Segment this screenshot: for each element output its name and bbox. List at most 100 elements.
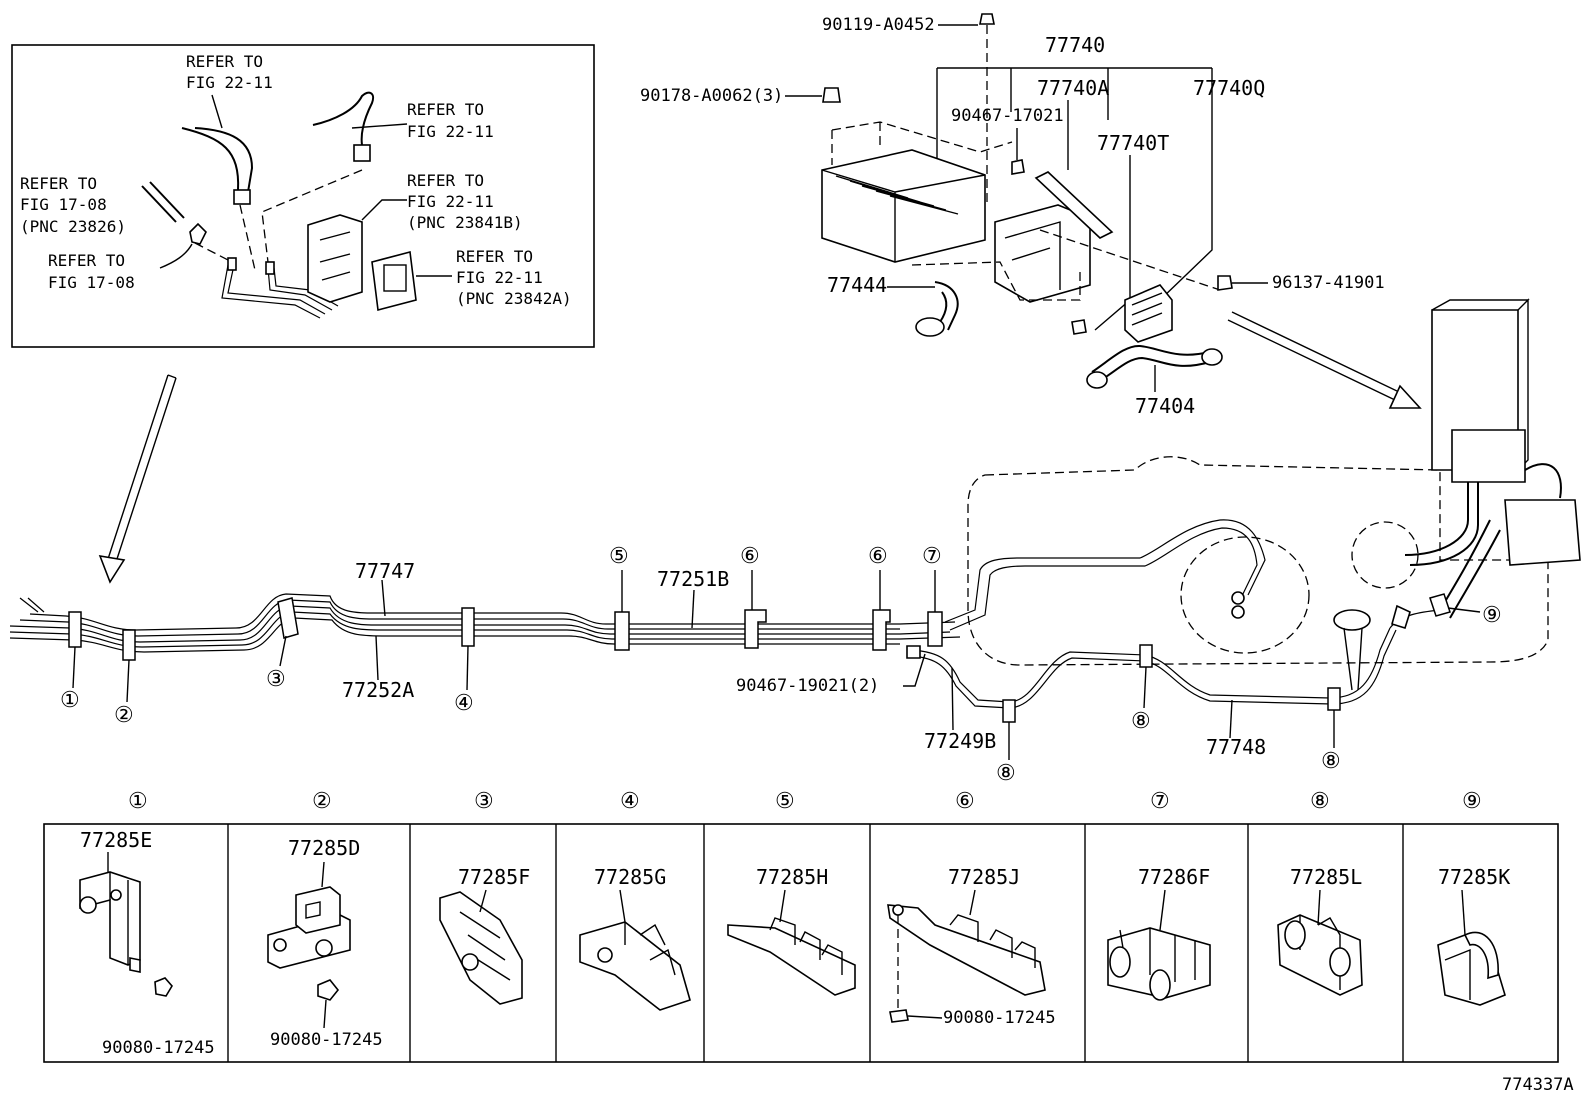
fuel-tube-bundle	[9, 519, 1441, 709]
clip-90467-17021	[1011, 159, 1025, 175]
bundle-clamps	[68, 593, 1451, 723]
canister-body	[821, 149, 986, 263]
inset-ref-4-line-2: FIG 22-11	[407, 192, 494, 211]
filler-tube-stub	[1333, 609, 1371, 631]
callout-6b: ⑥	[868, 544, 888, 569]
inset-detail: REFER TO FIG 22-11 REFER TO FIG 22-11 RE…	[11, 44, 595, 348]
label-77740T: 77740T	[1097, 131, 1169, 155]
inset-ref-1-line-2: FIG 22-11	[186, 73, 273, 92]
table-header-9: ⑨	[1462, 789, 1482, 814]
inset-ref-3-line-2: FIG 17-08	[20, 195, 107, 214]
hose-77404-end-b	[1201, 348, 1223, 366]
inset-ref-6-line-3: (PNC 23842A)	[456, 289, 572, 308]
inset-ref-4-line-3: (PNC 23841B)	[407, 213, 523, 232]
inset-leader-2	[351, 123, 408, 129]
label-77740: 77740	[1045, 33, 1105, 57]
hose-77404-end-a	[1086, 371, 1108, 389]
clamp-drawing-7	[1107, 889, 1211, 1001]
callout-numbers: ① ② ③ ④ ⑤ ⑥ ⑥ ⑦ ⑧ ⑧ ⑧ ⑨	[60, 544, 1502, 786]
nut-90178	[822, 87, 841, 103]
clamp-drawing-6	[887, 889, 1046, 1023]
main-labels: 77747 77252A 77251B 90467-19021(2) 77249…	[342, 559, 1266, 759]
callout-1: ①	[60, 688, 80, 713]
table-header-3: ③	[474, 789, 494, 814]
callout-9: ⑨	[1482, 603, 1502, 628]
table-header-6: ⑥	[955, 789, 975, 814]
inset-ref-6-line-1: REFER TO	[456, 247, 533, 266]
part-77285F: 77285F	[458, 865, 530, 889]
part-77285L: 77285L	[1290, 865, 1362, 889]
fuel-tank	[967, 298, 1581, 691]
hose-77444	[934, 281, 959, 331]
rod-77740A	[1034, 171, 1114, 239]
inset-hose-2	[312, 91, 374, 146]
part-77285G: 77285G	[594, 865, 666, 889]
label-90467-17021: 90467-17021	[951, 106, 1064, 126]
inset-hose-1	[194, 127, 254, 193]
filler-valve	[1504, 499, 1581, 566]
inset-tube-end-1	[227, 257, 237, 271]
inset-frame	[11, 44, 595, 348]
clamp-drawing-8	[1277, 889, 1363, 996]
nut-canister	[1071, 319, 1087, 335]
part-77285J: 77285J	[948, 865, 1020, 889]
table-header-7: ⑦	[1150, 789, 1170, 814]
inset-ref-4-line-1: REFER TO	[407, 171, 484, 190]
inset-connector-2	[353, 144, 371, 162]
label-90178-A0062: 90178-A0062(3)	[640, 86, 783, 106]
tank-pump-outline	[1180, 536, 1310, 654]
label-77444: 77444	[827, 273, 887, 297]
inset-ref-2-line-1: REFER TO	[407, 100, 484, 119]
clamp-5	[614, 611, 630, 651]
clip-96137	[1217, 275, 1233, 291]
inset-ref-1-line-1: REFER TO	[186, 52, 263, 71]
clamp-3	[277, 597, 299, 639]
label-90119-A0452: 90119-A0452	[822, 15, 935, 35]
canister-bracket	[994, 204, 1091, 303]
fitting-90467-19021	[906, 645, 921, 659]
figure-id: 774337A	[1502, 1075, 1574, 1095]
label-77251B: 77251B	[657, 567, 729, 591]
table-header-1: ①	[128, 789, 148, 814]
inset-tube-b	[227, 264, 326, 315]
inset-hose-1b	[181, 127, 240, 191]
clamp-drawing-3	[439, 889, 523, 1005]
clamp-7	[927, 611, 943, 647]
inset-ref-3-line-1: REFER TO	[20, 174, 97, 193]
clamp-8a	[1002, 699, 1016, 723]
callout-3: ③	[266, 667, 286, 692]
inset-module	[371, 250, 417, 312]
label-77747: 77747	[355, 559, 415, 583]
clamp-2	[122, 629, 136, 661]
label-77740Q: 77740Q	[1193, 76, 1265, 100]
inset-tube-c	[267, 267, 333, 311]
callout-7: ⑦	[922, 544, 942, 569]
canister-ribs	[835, 175, 959, 215]
clamp-8b	[1139, 644, 1153, 668]
charcoal-canister-assembly: 90119-A0452 77740 90178-A0062(3) 77740A …	[640, 13, 1385, 418]
label-77740A: 77740A	[1037, 76, 1109, 100]
inset-pointer-arrow	[98, 374, 177, 584]
bolt-label-6: 90080-17245	[943, 1008, 1056, 1028]
callout-2: ②	[114, 703, 134, 728]
clamp-drawing-5	[727, 889, 856, 996]
table-frame	[43, 823, 1559, 1063]
inset-dash-1	[239, 204, 256, 271]
inset-rod-b	[149, 181, 185, 219]
clamp-drawing-1	[79, 852, 173, 997]
inset-leader-5	[159, 243, 193, 269]
table-header-8: ⑧	[1310, 789, 1330, 814]
clamp-drawing-2	[267, 861, 351, 1029]
callout-8a: ⑧	[996, 761, 1016, 786]
clamp-6b	[872, 609, 891, 651]
callout-6a: ⑥	[740, 544, 760, 569]
inset-leader-4	[361, 199, 407, 221]
clamp-9	[1429, 593, 1451, 617]
part-77285D: 77285D	[288, 836, 360, 860]
bolt-label-2: 90080-17245	[270, 1030, 383, 1050]
part-77286F: 77286F	[1138, 865, 1210, 889]
leader-77740-bracket	[936, 67, 1213, 215]
inset-tube-end-2	[265, 261, 275, 275]
table-header-2: ②	[312, 789, 332, 814]
